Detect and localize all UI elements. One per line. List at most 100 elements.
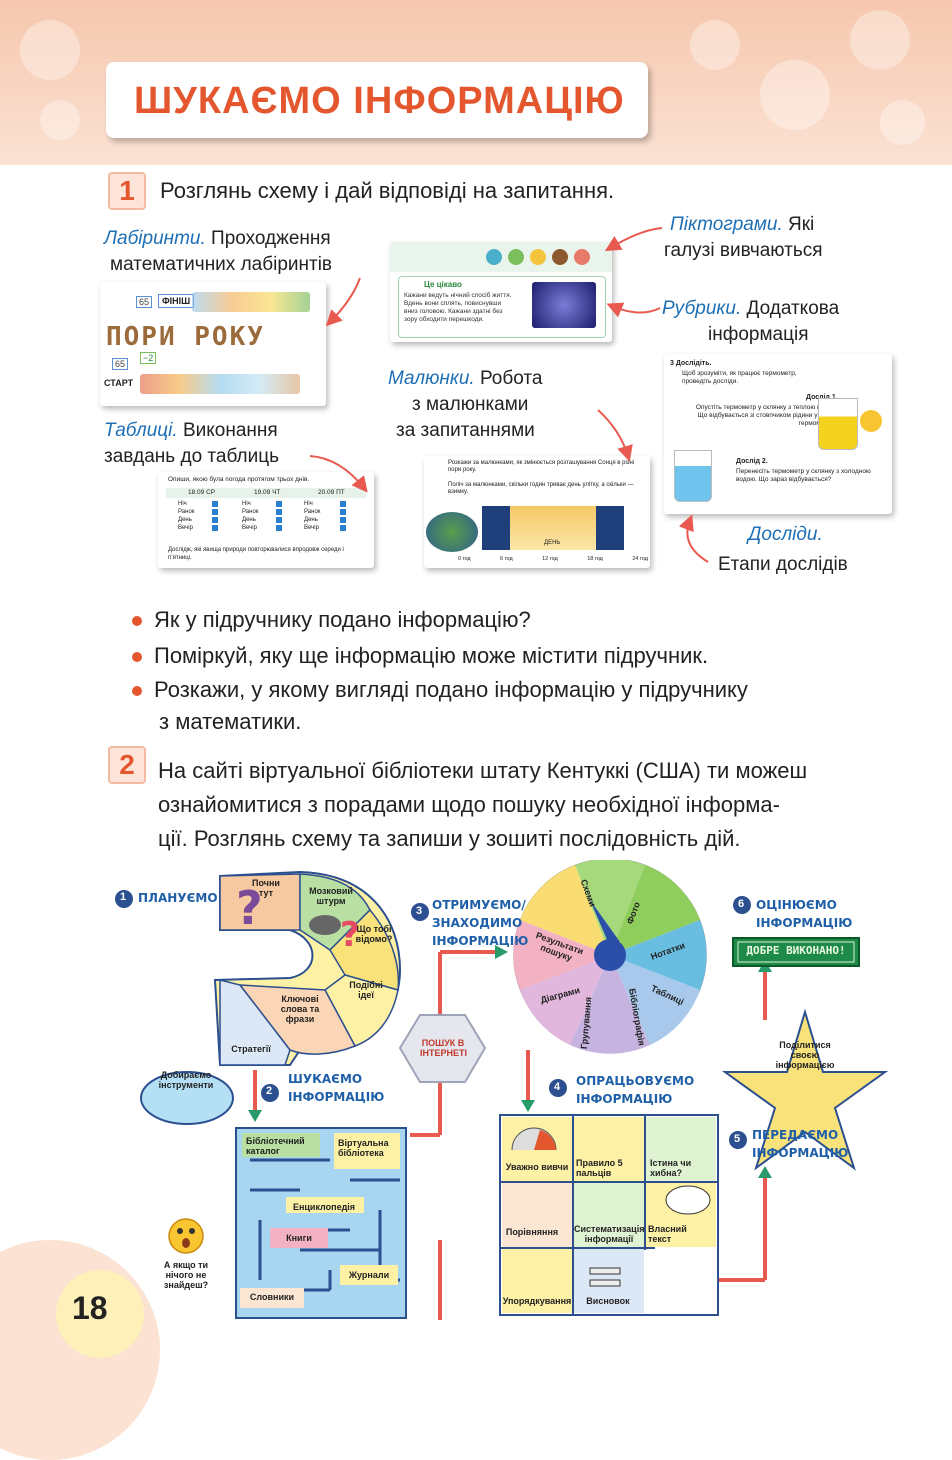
label-pictograms: Піктограми. Які xyxy=(670,214,815,235)
step-number-2: 2 xyxy=(266,1085,273,1097)
step-6-label-b: ІНФОРМАЦІЮ xyxy=(756,916,853,930)
plan-brainstorm: Мозковий штурм xyxy=(309,886,353,906)
grid-ordering: Упорядкування xyxy=(502,1296,572,1306)
experiment-thumbnail: 3 Дослідіть. Щоб зрозуміти, як працює те… xyxy=(664,354,892,514)
earth-image xyxy=(426,512,478,552)
maze-encyclopedia: Енциклопедія xyxy=(292,1202,356,1212)
plan-similar: Подібні ідеї xyxy=(349,980,383,1000)
label-experiments: Досліди. xyxy=(748,524,823,545)
table-day-2: 19.09 ЧТ xyxy=(254,489,281,496)
flower-icon xyxy=(860,410,882,432)
grid-own-text: Власний текст xyxy=(648,1224,687,1244)
nothing-found: А якщо ти нічого не знайдеш? xyxy=(163,1260,209,1290)
task-number-1: 1 xyxy=(108,172,146,210)
tools-label: Добираємо інструменти xyxy=(158,1070,214,1090)
step-3-label-b: ЗНАХОДИМО xyxy=(432,916,523,930)
label-rubrics: Рубрики. Додаткова xyxy=(662,298,840,319)
bullet-2: Поміркуй, яку ще інформацію може містити… xyxy=(132,640,708,672)
callout-arrows xyxy=(309,227,709,563)
step-4-label-a: ОПРАЦЬОВУЄМО xyxy=(576,1074,695,1088)
table-thumbnail: Опиши, якою була погода протягом трьох д… xyxy=(158,472,374,568)
exp-intro: Щоб зрозуміти, як працює термометр, пров… xyxy=(682,370,797,385)
step-number-4: 4 xyxy=(554,1081,561,1093)
exp2-title: Дослід 2. xyxy=(736,458,768,465)
maze-seasons: ПОРИ РОКУ xyxy=(106,322,265,352)
step-4-label-b: ІНФОРМАЦІЮ xyxy=(576,1092,673,1106)
maze-num-1: 65 xyxy=(136,296,153,308)
label-pictures-3: за запитаннями xyxy=(396,420,535,441)
step-5-label-b: ІНФОРМАЦІЮ xyxy=(752,1146,849,1160)
grid-true-false: Істина чи хибна? xyxy=(650,1158,692,1178)
bat-photo xyxy=(532,282,596,328)
step-6-label-a: ОЦІНЮЄМО xyxy=(756,898,837,912)
rubric-thumbnail: Це цікаво Кажани ведуть нічний спосіб жи… xyxy=(390,242,612,342)
maze-start: СТАРТ xyxy=(104,378,134,388)
grid-comparison: Порівняння xyxy=(505,1227,559,1237)
plan-known: Що тобі відомо? xyxy=(355,924,393,944)
label-labyrinths-2: математичних лабіринтів xyxy=(110,254,333,275)
maze-journals: Журнали xyxy=(348,1270,390,1280)
exp2-text: Перенесіть термометр у склянку з холодно… xyxy=(736,468,871,483)
label-experiments-2: Етапи дослідів xyxy=(718,554,848,575)
table-day-1: 18.09 СР xyxy=(188,489,216,496)
rubric-head: Це цікаво xyxy=(424,280,462,289)
star-share: Поділитися своєю інформацією xyxy=(775,1040,835,1070)
label-tables-2: завдань до таблиць xyxy=(104,446,279,467)
research-diagram: ? ? xyxy=(115,860,889,1320)
table-day-3: 20.09 ПТ xyxy=(318,489,345,496)
maze-dictionaries: Словники xyxy=(249,1292,295,1302)
task-1-text: Розглянь схему і дай відповіді на запита… xyxy=(160,178,615,203)
step-number-6: 6 xyxy=(738,898,745,910)
maze-books: Книги xyxy=(286,1233,312,1243)
plan-strategies: Стратегії xyxy=(231,1044,271,1054)
glass-cold xyxy=(674,450,712,502)
rubric-body: Кажани ведуть нічний спосіб життя. Вдень… xyxy=(404,292,512,323)
grid-five-fingers: Правило 5 пальців xyxy=(576,1158,623,1178)
label-pictures-2: з малюнками xyxy=(412,394,529,415)
bullet-3-cont: з математики. xyxy=(159,709,302,734)
task-2-line-2: ознайомитися з порадами щодо пошуку необ… xyxy=(158,792,780,817)
exp-head: 3 Дослідіть. xyxy=(670,360,712,367)
well-done-badge: ДОБРЕ ВИКОНАНО! xyxy=(746,944,846,957)
maze-num-2: −2 xyxy=(140,352,157,364)
pictogram-row xyxy=(486,249,590,265)
pic-day: ДЕНЬ xyxy=(544,540,561,546)
step-5-label-a: ПЕРЕДАЄМО xyxy=(752,1128,839,1142)
plan-keywords: Ключові слова та фрази xyxy=(280,994,320,1024)
bullet-1: Як у підручнику подано інформацію? xyxy=(132,604,531,636)
internet-search: ПОШУК В ІНТЕРНЕТІ xyxy=(420,1038,468,1058)
plan-start: Почни тут xyxy=(252,878,280,898)
label-labyrinths: Лабіринти. Проходження xyxy=(104,228,331,249)
grid-systematize: Систематизація інформації xyxy=(574,1224,645,1244)
page-number-circle xyxy=(56,1270,144,1358)
exp1-title: Дослід 1. xyxy=(806,394,838,401)
maze-virtual-library: Віртуальна бібліотека xyxy=(338,1138,389,1158)
maze-thumbnail: 65 ФІНІШ ПОРИ РОКУ 65 −2 СТАРТ xyxy=(100,282,326,406)
step-number-5: 5 xyxy=(734,1133,741,1145)
label-rubrics-2: інформація xyxy=(708,324,809,345)
svg-text:?: ? xyxy=(340,915,360,955)
step-1-label: ПЛАНУЄМО xyxy=(138,891,218,905)
grid-conclusion: Висновок xyxy=(586,1296,630,1306)
title-box xyxy=(106,62,648,138)
step-3-label-c: ІНФОРМАЦІЮ xyxy=(432,934,529,948)
task-2-line-1: На сайті віртуальної бібліотеки штату Ке… xyxy=(158,758,808,783)
maze-num-3: 65 xyxy=(112,358,129,370)
table-question: Опиши, якою була погода протягом трьох д… xyxy=(168,476,310,483)
svg-text:?: ? xyxy=(236,881,263,935)
step-number-3: 3 xyxy=(416,905,423,917)
pictures-thumbnail: Розкажи за малюнками, як змінюється розт… xyxy=(424,456,650,568)
maze-catalog: Бібліотечний каталог xyxy=(246,1136,305,1156)
label-pictograms-2: галузі вивчаються xyxy=(664,240,823,261)
pic-question-2: Поліч за малюнками, скільки годин триває… xyxy=(448,482,634,495)
task-2-line-3: ції. Розглянь схему та запиши у зошиті п… xyxy=(158,826,741,851)
page-number: 18 xyxy=(72,1290,108,1326)
step-2-label-a: ШУКАЄМО xyxy=(288,1072,363,1086)
step-2-label-b: ІНФОРМАЦІЮ xyxy=(288,1090,385,1104)
step-3-label-a: ОТРИМУЄМО/ xyxy=(432,898,526,912)
pic-question-1: Розкажи за малюнками, як змінюється розт… xyxy=(448,460,635,473)
